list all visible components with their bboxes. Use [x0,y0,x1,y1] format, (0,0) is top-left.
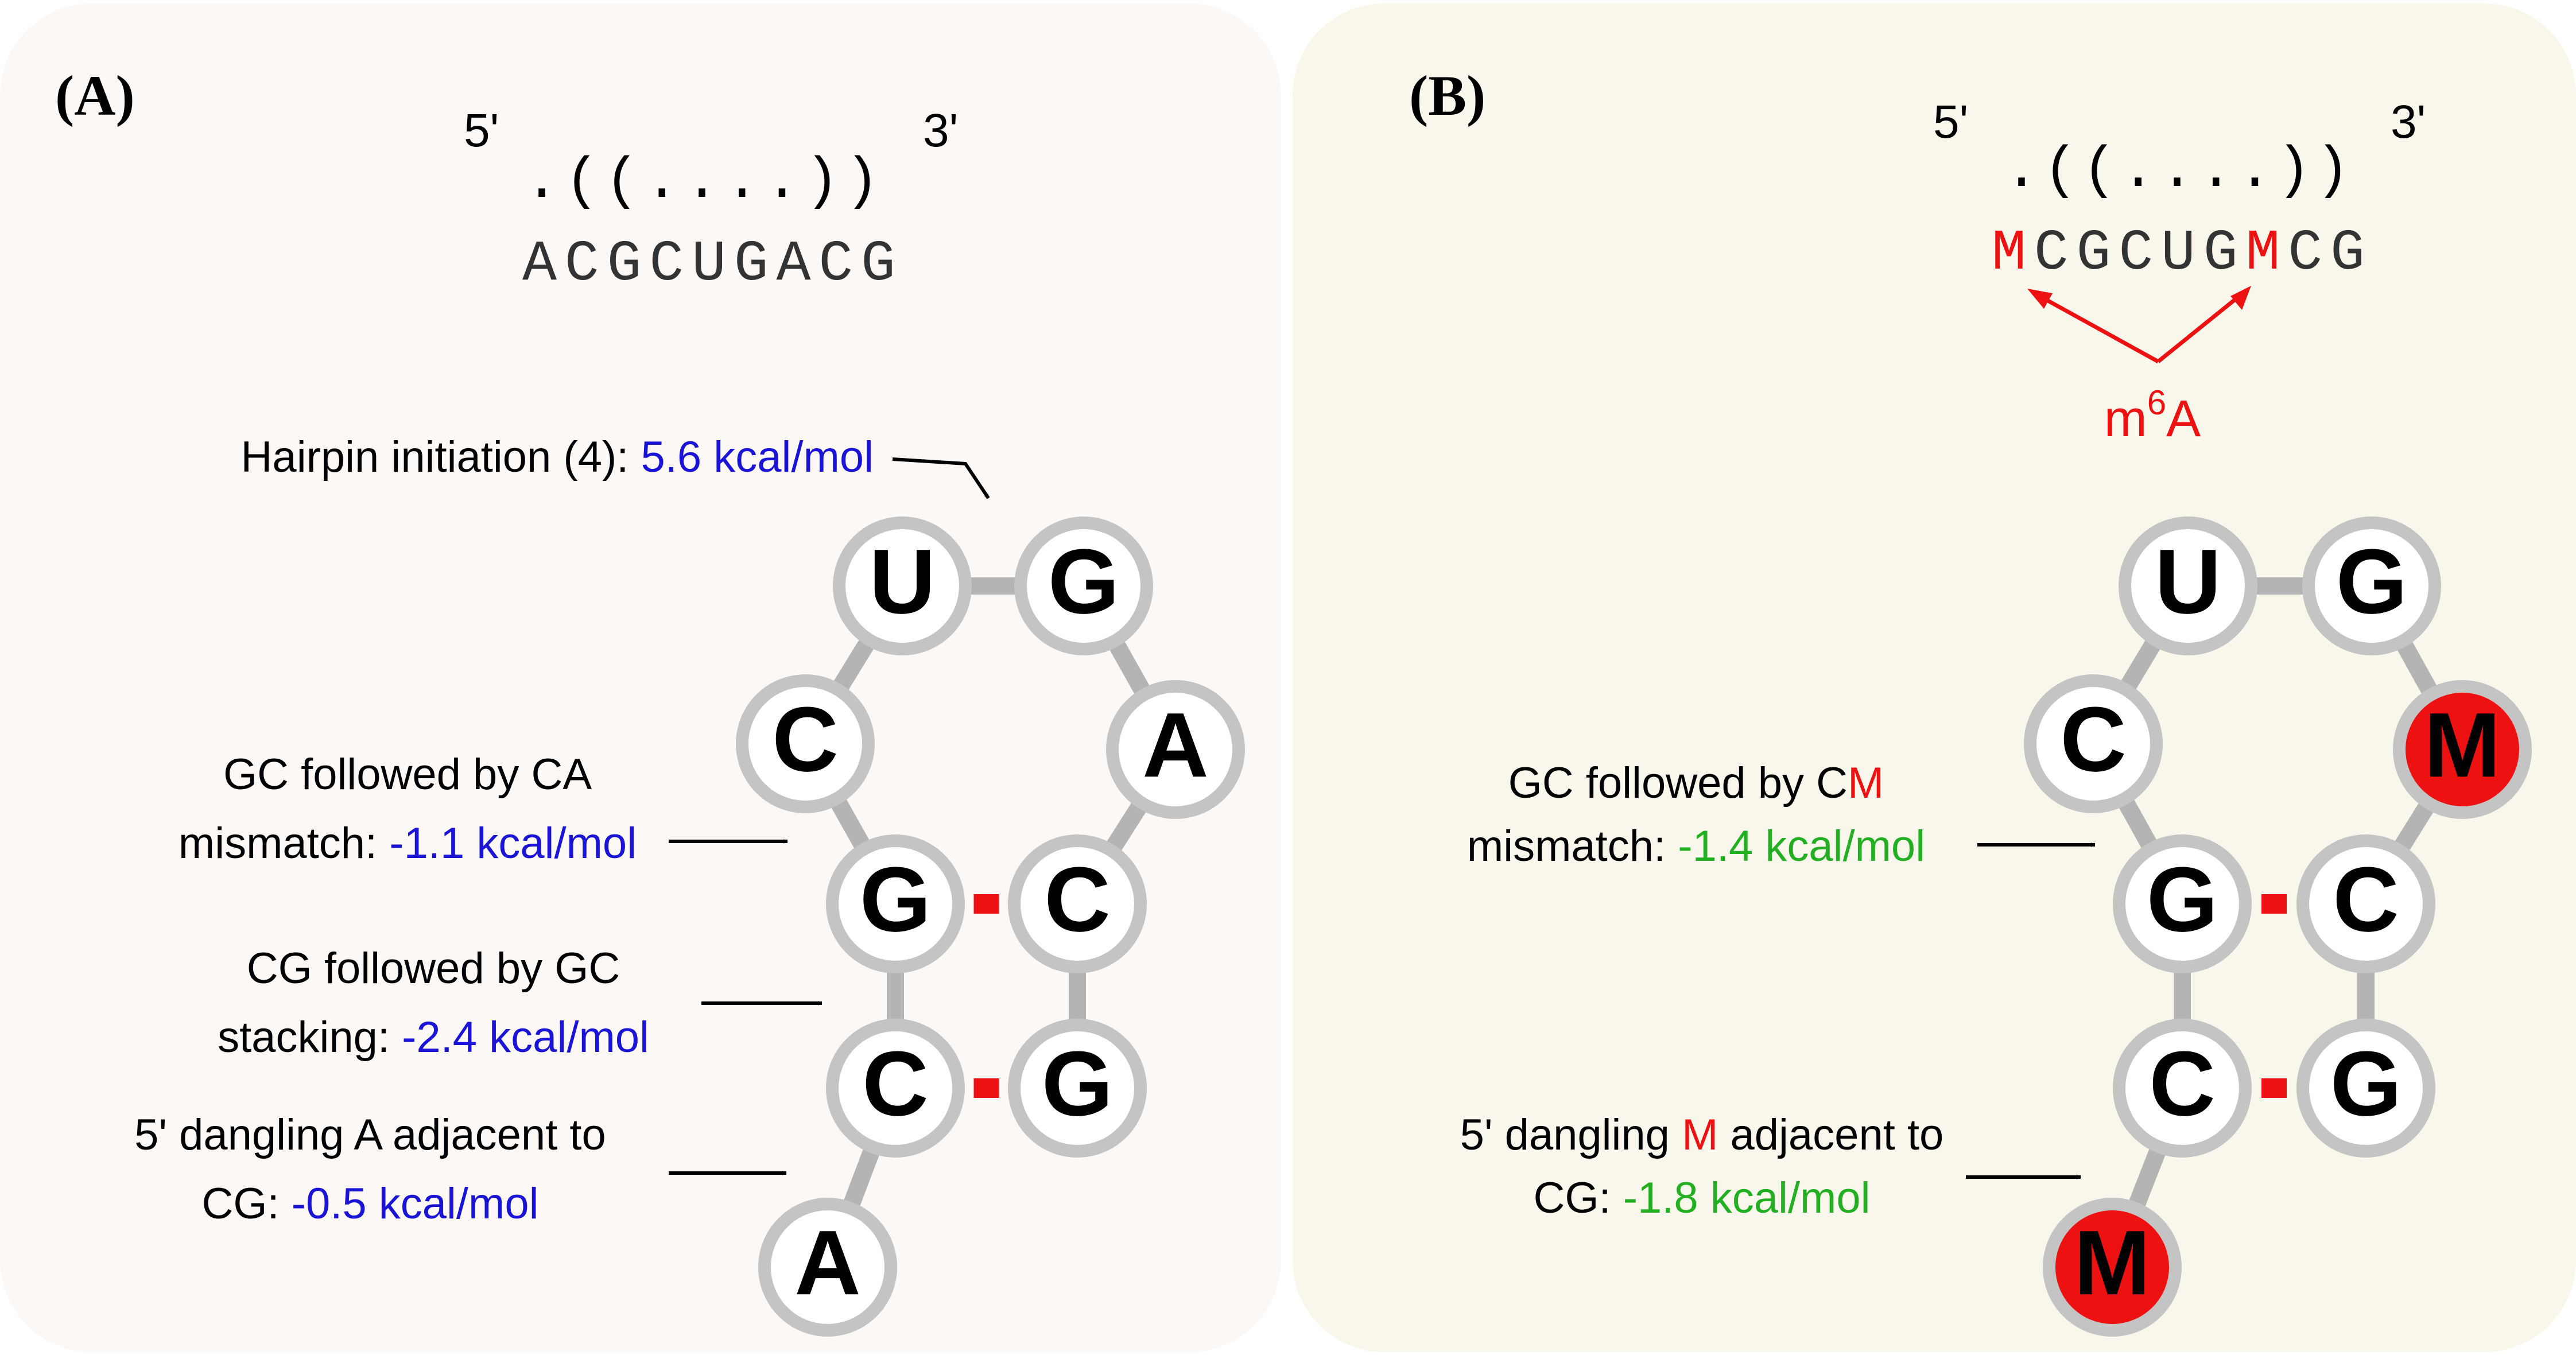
nucleotide-C: C [2024,674,2163,813]
svg-text:M: M [2424,693,2500,796]
nucleotide-C: C [736,674,875,813]
svg-text:G: G [1042,1032,1113,1135]
mismatch-annotation-line1: GC followed by CA [223,750,592,799]
nucleotide-M: M [2393,680,2532,819]
panel-b-three-prime: 3' [2391,96,2426,148]
nucleotide-G: G [2113,834,2252,973]
base-pair-bond [973,894,999,914]
nucleotide-A: A [758,1198,897,1337]
m6a-arrows [2027,286,2251,364]
svg-text:C: C [772,688,839,790]
svg-text:C: C [1044,848,1111,950]
panel-a-label: (A) [55,64,135,127]
svg-text:A: A [794,1211,861,1314]
stacking-annotation-line1: CG followed by GC [247,944,620,993]
nucleotide-G: G [2296,1019,2435,1158]
svg-text:G: G [2330,1032,2402,1135]
panel-a-sequence: ACGCUGACG [522,232,895,297]
stacking-annotation-line2: stacking: -2.4 kcal/mol [218,1013,649,1062]
nucleotide-U: U [833,517,972,655]
nucleotide-G: G [2302,517,2441,655]
dangling-annotation-line2: CG: -0.5 kcal/mol [201,1179,538,1228]
dangling-annotation-line1: 5' dangling A adjacent to [134,1111,606,1159]
svg-text:C: C [2060,688,2127,790]
b-dangling-annotation-line2: CG: -1.8 kcal/mol [1533,1174,1870,1222]
m6a-arrowhead-left [2027,289,2053,309]
hairpin-arrow [892,457,990,499]
svg-text:G: G [860,848,931,950]
base-pair-bond [2261,1078,2287,1098]
nucleotide-C: C [826,1019,965,1158]
svg-text:C: C [2333,848,2399,950]
m6a-arrow-right [2156,293,2243,363]
svg-text:C: C [2149,1032,2216,1135]
m6a-arrowhead-right [2230,286,2251,310]
panel-b-label: (B) [1409,64,1485,127]
svg-text:A: A [1142,693,1209,796]
mismatch-annotation-line2: mismatch: -1.1 kcal/mol [179,819,637,868]
panel-a-five-prime: 5' [464,104,499,157]
nucleotide-U: U [2119,517,2257,655]
nucleotide-C: C [1008,834,1147,973]
panel-a-three-prime: 3' [923,104,958,157]
b-mismatch-annotation-line1: GC followed by CM [1508,759,1884,807]
m6a-arrow-left [2035,292,2159,364]
nucleotide-A: A [1106,680,1245,819]
nucleotide-C: C [2113,1019,2252,1158]
panel-b-five-prime: 5' [1933,96,1968,148]
hairpin-annotation: Hairpin initiation (4): 5.6 kcal/mol [241,433,874,482]
panel-a-dot-bracket: .((....)) [525,150,879,215]
b-mismatch-annotation-line2: mismatch: -1.4 kcal/mol [1467,822,1925,871]
nucleotide-G: G [1008,1019,1147,1158]
nucleotide-C: C [2296,834,2435,973]
svg-text:G: G [2147,848,2218,950]
base-pair-bond [2261,894,2287,914]
nucleotide-G: G [1014,517,1153,655]
svg-text:C: C [862,1032,929,1135]
nucleotide-M: M [2043,1198,2182,1337]
svg-text:G: G [2336,530,2407,632]
m6a-label: m6A [2104,383,2201,448]
nucleotide-G: G [826,834,965,973]
svg-text:G: G [1048,530,1119,632]
base-pair-bond [973,1078,999,1098]
svg-text:U: U [869,530,936,632]
svg-text:M: M [2074,1211,2150,1314]
svg-text:U: U [2155,530,2221,632]
panel-a-content: (A) 5' 3' .((....)) ACGCUGACG Hairpin in… [55,64,1245,1337]
panel-b-dot-bracket: .((....)) [2004,139,2350,204]
b-dangling-annotation-line1: 5' dangling M adjacent to [1460,1111,1944,1159]
